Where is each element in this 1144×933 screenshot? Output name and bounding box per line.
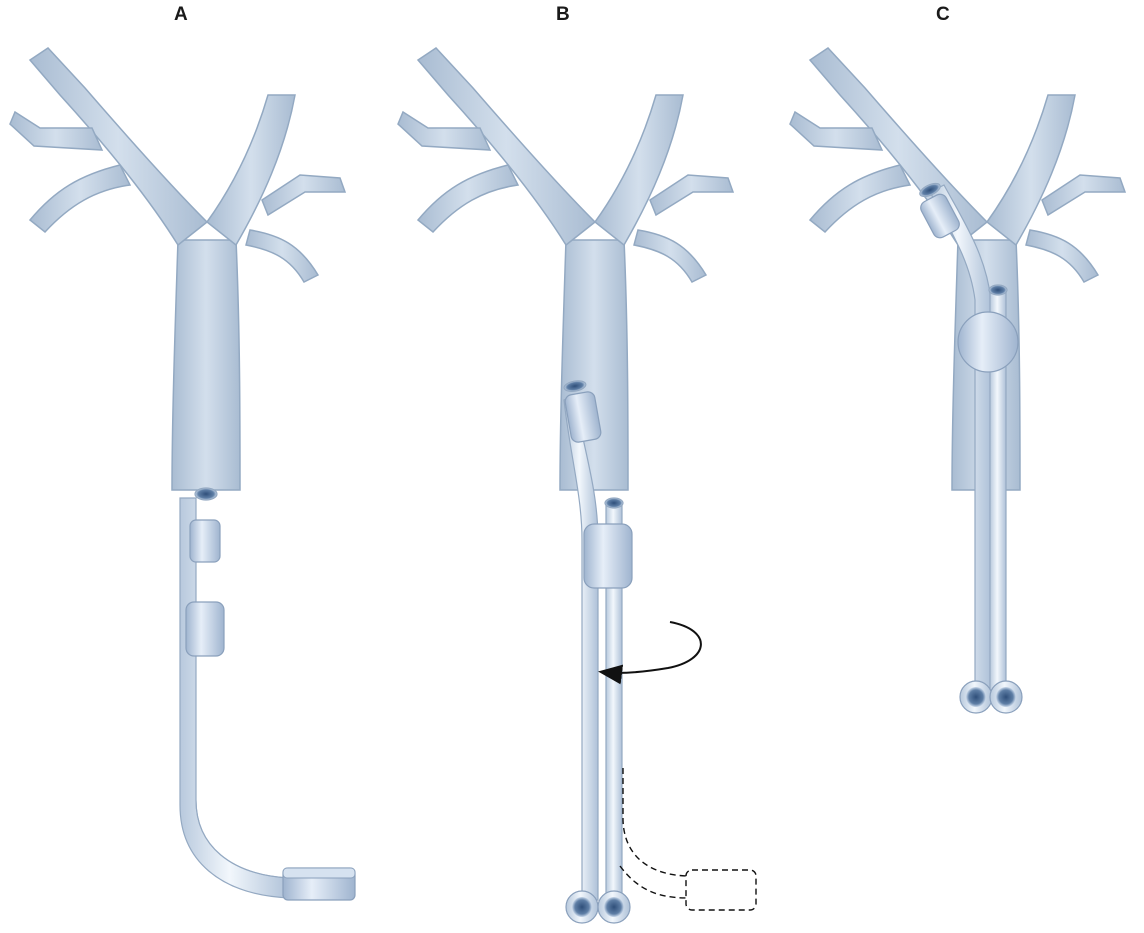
cuff-small-a: [190, 520, 220, 562]
right-branch-b: [650, 175, 733, 215]
bronchial-tree-b: [398, 48, 733, 490]
tracheal-tip-b: [605, 498, 623, 508]
panel-a: [10, 48, 355, 900]
right-lower-branch-a: [246, 230, 318, 282]
bronchial-tree-a: [10, 48, 345, 490]
right-lower-branch-b: [634, 230, 706, 282]
right-main-bronchus-c: [987, 95, 1075, 245]
tracheal-cuff-c: [958, 312, 1018, 372]
left-lower-branch-c: [810, 165, 910, 232]
left-lower-branch-b: [418, 165, 518, 232]
tube-tip-lumen-a: [195, 488, 217, 500]
tracheal-cuff-b: [584, 524, 632, 588]
left-lower-branch-a: [30, 165, 130, 232]
right-main-bronchus-a: [207, 95, 295, 245]
tube-a: [180, 488, 355, 900]
trachea-b: [560, 240, 628, 490]
right-branch-a: [262, 175, 345, 215]
panel-b: [398, 48, 756, 923]
right-branch-c: [1042, 175, 1125, 215]
trachea-a: [172, 240, 240, 490]
tracheal-tip-c: [989, 285, 1007, 295]
right-lower-branch-c: [1026, 230, 1098, 282]
panel-c: [790, 48, 1125, 713]
right-main-bronchus-b: [595, 95, 683, 245]
bronchial-tree-c: [790, 48, 1125, 490]
ghost-connector-b: [686, 870, 756, 910]
ghost-tube-outline-b: [623, 768, 688, 876]
cuff-large-a: [186, 602, 224, 656]
